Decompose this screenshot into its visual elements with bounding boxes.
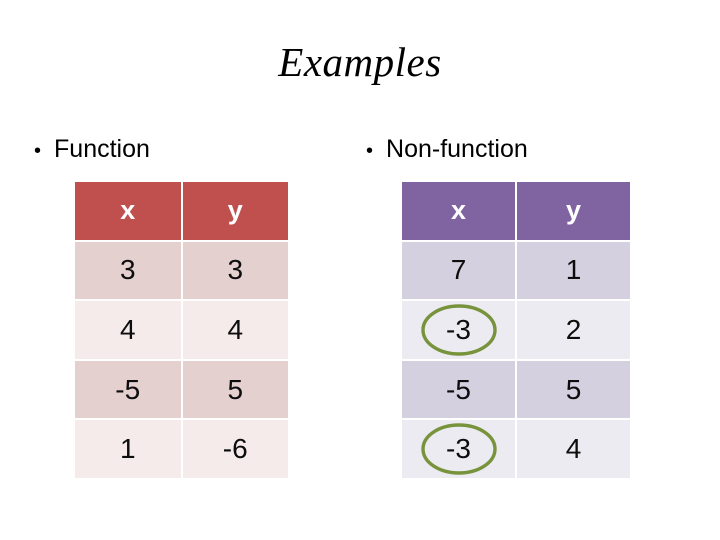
cell-y: 4 <box>182 301 288 359</box>
table-header-row: x y <box>402 182 630 240</box>
bullet-dot-icon: • <box>366 140 374 162</box>
cell-value: 7 <box>450 254 467 286</box>
bullet-heading-function: • Function <box>34 134 150 166</box>
table-row: -5 5 <box>402 360 630 419</box>
cell-x: -3 <box>402 420 515 478</box>
cell-value: 4 <box>119 313 136 345</box>
cell-x: -5 <box>75 360 181 419</box>
cell-value: 4 <box>565 433 582 465</box>
cell-value: -5 <box>446 373 471 405</box>
cell-y: 5 <box>182 360 288 419</box>
cell-x: 7 <box>402 241 515 300</box>
cell-value: 5 <box>227 373 244 405</box>
cell-value: 1 <box>565 254 582 286</box>
cell-value: 3 <box>227 254 244 286</box>
cell-value: -3 <box>446 433 471 465</box>
bullet-label-non-function: Non-function <box>386 135 528 163</box>
cell-x: -5 <box>402 360 515 419</box>
non-function-table: x y 7 1 -3 2 -5 5 -3 <box>402 182 630 478</box>
cell-value: 3 <box>119 254 136 286</box>
cell-y: 1 <box>517 241 630 300</box>
column-header-x: x <box>75 182 181 240</box>
cell-x: 4 <box>75 301 181 359</box>
cell-value: 1 <box>119 433 136 465</box>
table-row: 3 3 <box>75 241 288 300</box>
bullet-label-function: Function <box>54 135 150 163</box>
table-row: 7 1 <box>402 241 630 300</box>
table-row: -3 2 <box>402 301 630 359</box>
cell-value: -6 <box>222 433 248 465</box>
cell-value: -3 <box>446 313 471 345</box>
cell-value: 5 <box>565 373 582 405</box>
column-header-x: x <box>402 182 515 240</box>
cell-y: 4 <box>517 420 630 478</box>
bullet-heading-non-function: • Non-function <box>366 134 528 166</box>
cell-x: 1 <box>75 420 181 478</box>
cell-value: 4 <box>227 313 244 345</box>
table-row: -5 5 <box>75 360 288 419</box>
cell-value: 2 <box>565 313 582 345</box>
cell-x: -3 <box>402 301 515 359</box>
table-header-row: x y <box>75 182 288 240</box>
table-row: 1 -6 <box>75 420 288 478</box>
bullet-dot-icon: • <box>34 140 42 162</box>
table-row: 4 4 <box>75 301 288 359</box>
page-title: Examples <box>278 39 442 85</box>
table-row: -3 4 <box>402 420 630 478</box>
column-header-y: y <box>182 182 288 240</box>
function-table: x y 3 3 4 4 -5 5 1 -6 <box>75 182 288 478</box>
cell-y: 3 <box>182 241 288 300</box>
column-header-y: y <box>517 182 630 240</box>
cell-y: -6 <box>182 420 288 478</box>
cell-y: 5 <box>517 360 630 419</box>
cell-x: 3 <box>75 241 181 300</box>
cell-value: -5 <box>115 373 141 405</box>
cell-y: 2 <box>517 301 630 359</box>
